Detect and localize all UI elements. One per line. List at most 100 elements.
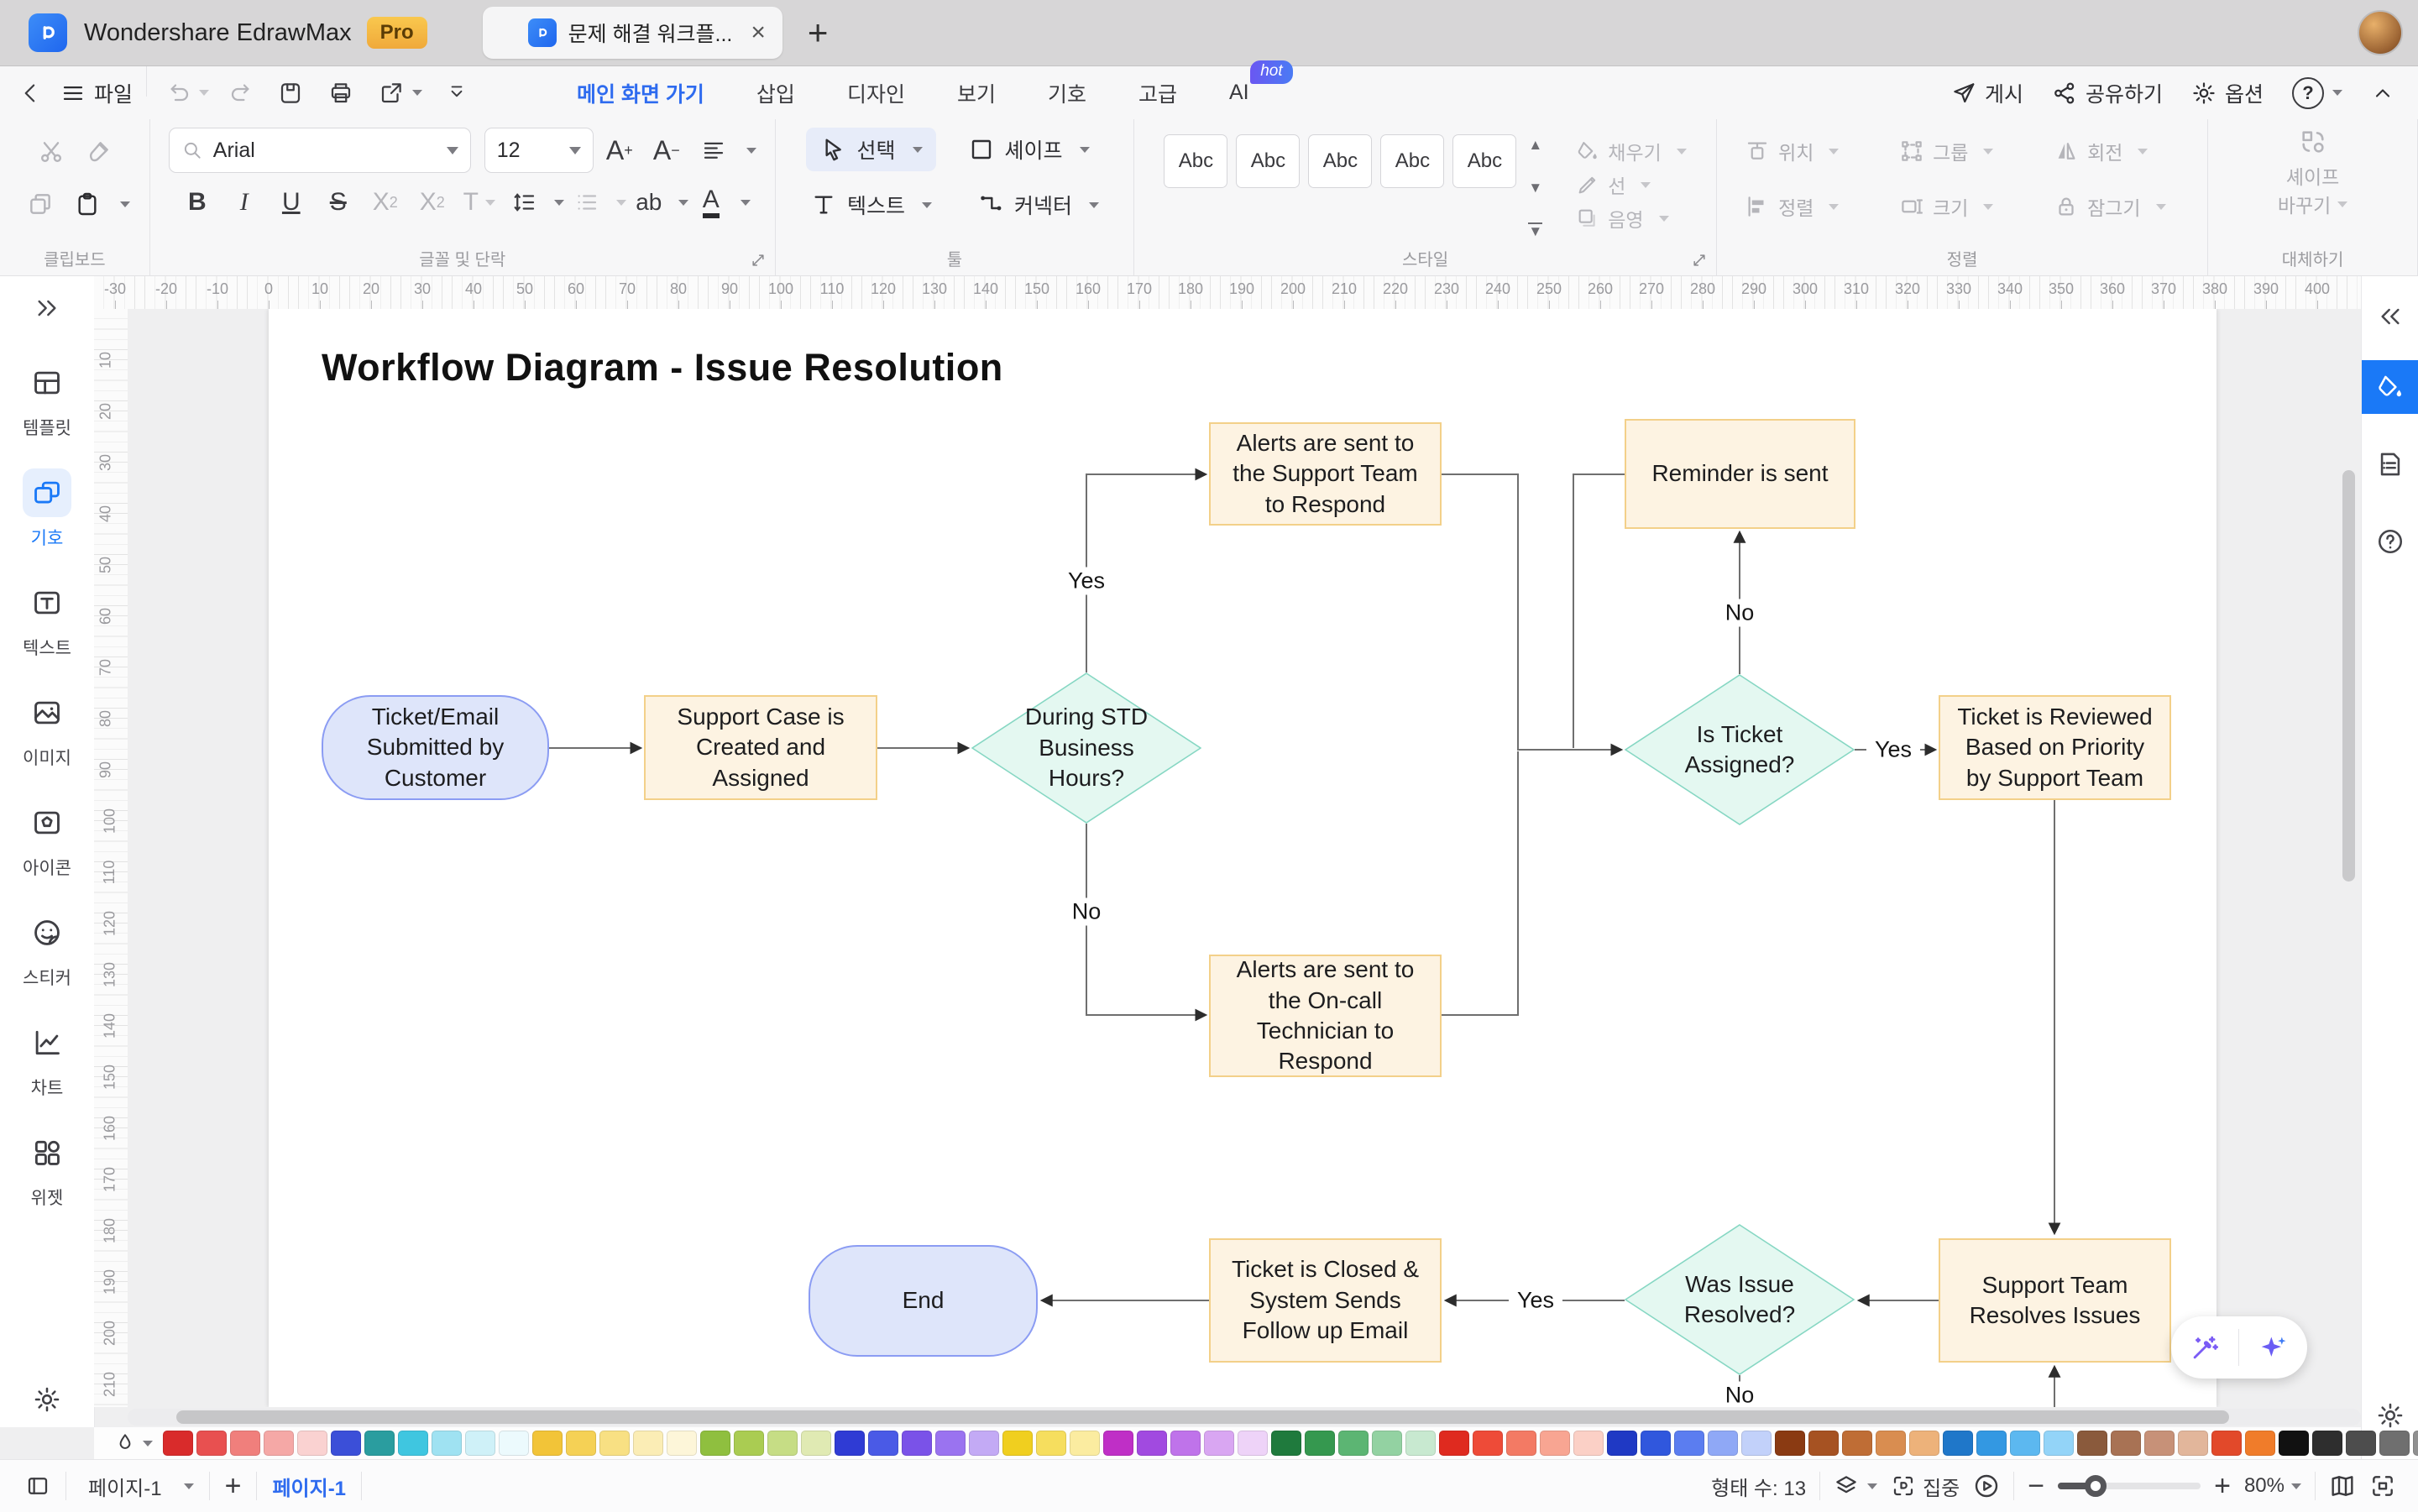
font-size-select[interactable]: 12 [484, 128, 594, 173]
italic-button[interactable]: I [239, 188, 249, 216]
flow-node-assigned[interactable]: Is Ticket Assigned? [1625, 674, 1855, 825]
sidebar-settings-icon[interactable] [33, 1385, 61, 1414]
flow-node-case[interactable]: Support Case is Created and Assigned [644, 695, 877, 800]
ai-sparkle-button[interactable] [2256, 1331, 2290, 1364]
zoom-slider-thumb[interactable] [2085, 1475, 2107, 1497]
position-button[interactable]: 위치 [1745, 128, 1894, 175]
pan-map-button[interactable] [2329, 1473, 2356, 1499]
layers-button[interactable] [1834, 1473, 1859, 1499]
panel-help-icon[interactable] [2362, 515, 2418, 568]
palette-swatch-49[interactable] [1808, 1431, 1839, 1456]
group-button[interactable]: 그룹 [1899, 128, 2049, 175]
back-button[interactable] [12, 74, 50, 112]
cut-button[interactable] [30, 131, 72, 173]
menu-item-1[interactable]: 삽입 [756, 82, 795, 107]
strikethrough-button[interactable]: S [329, 188, 347, 216]
line-button[interactable]: 선 [1576, 168, 1686, 201]
palette-swatch-18[interactable] [767, 1431, 798, 1456]
fill-panel-icon[interactable] [2362, 360, 2418, 414]
connector-5[interactable] [1442, 751, 1519, 1016]
palette-swatch-38[interactable] [1439, 1431, 1469, 1456]
select-tool-button[interactable]: 선택 [806, 128, 936, 171]
palette-swatch-10[interactable] [499, 1431, 529, 1456]
palette-swatch-47[interactable] [1741, 1431, 1772, 1456]
connector-4[interactable] [1442, 473, 1624, 756]
horizontal-scrollbar-thumb[interactable] [176, 1410, 2229, 1424]
palette-swatch-43[interactable] [1607, 1431, 1637, 1456]
text-case-button[interactable]: T [457, 181, 502, 223]
style-scroll-up-icon[interactable]: ▲ [1528, 137, 1543, 153]
size-button[interactable]: 크기 [1899, 183, 2049, 230]
palette-swatch-42[interactable] [1573, 1431, 1604, 1456]
publish-button[interactable]: 게시 [1951, 78, 2023, 108]
style-swatch-3[interactable]: Abc [1308, 134, 1373, 188]
palette-style-icon[interactable] [114, 1432, 153, 1454]
palette-swatch-8[interactable] [432, 1431, 462, 1456]
palette-swatch-19[interactable] [801, 1431, 831, 1456]
palette-swatch-20[interactable] [835, 1431, 865, 1456]
palette-swatch-67[interactable] [2413, 1431, 2418, 1456]
character-spacing-button[interactable]: ab [636, 189, 662, 215]
align-button[interactable]: 정렬 [1745, 183, 1894, 230]
menu-item-4[interactable]: 기호 [1047, 82, 1086, 107]
bold-button[interactable]: B [187, 188, 207, 216]
flow-node-reviewed[interactable]: Ticket is Reviewed Based on Priority by … [1939, 695, 2171, 800]
palette-swatch-6[interactable] [364, 1431, 395, 1456]
flow-node-hours[interactable]: During STD Business Hours? [971, 672, 1201, 824]
palette-swatch-23[interactable] [935, 1431, 966, 1456]
sidebar-item-sticker[interactable]: 스티커 [0, 908, 94, 990]
palette-swatch-32[interactable] [1238, 1431, 1268, 1456]
zoom-caret[interactable] [2291, 1483, 2301, 1489]
text-align-button[interactable] [693, 129, 735, 171]
magic-wand-button[interactable] [2189, 1332, 2221, 1363]
format-painter-button[interactable] [77, 131, 119, 173]
horizontal-scrollbar[interactable] [128, 1409, 2361, 1426]
palette-swatch-57[interactable] [2077, 1431, 2107, 1456]
bullet-list-button[interactable] [566, 181, 608, 223]
style-more-icon[interactable]: ▼ [1528, 222, 1543, 239]
palette-swatch-61[interactable] [2211, 1431, 2242, 1456]
menu-item-2[interactable]: 디자인 [846, 82, 905, 107]
palette-swatch-56[interactable] [2044, 1431, 2074, 1456]
palette-swatch-59[interactable] [2144, 1431, 2175, 1456]
flow-node-alert-support[interactable]: Alerts are sent to the Support Team to R… [1209, 422, 1442, 526]
palette-swatch-31[interactable] [1204, 1431, 1234, 1456]
menu-item-0[interactable]: 메인 화면 가기 [577, 82, 704, 107]
flow-node-alert-oncall[interactable]: Alerts are sent to the On-call Technicia… [1209, 955, 1442, 1077]
style-swatch-2[interactable]: Abc [1236, 134, 1301, 188]
print-button[interactable] [322, 74, 360, 112]
shadow-button[interactable]: 음영 [1576, 201, 1686, 235]
flow-node-end[interactable]: End [809, 1245, 1038, 1357]
flow-node-closed[interactable]: Ticket is Closed & System Sends Follow u… [1209, 1238, 1442, 1363]
style-scroll-down-icon[interactable]: ▼ [1528, 179, 1543, 196]
help-button[interactable]: ? [2292, 76, 2342, 109]
palette-swatch-15[interactable] [667, 1431, 697, 1456]
flow-node-start[interactable]: Ticket/Email Submitted by Customer [322, 695, 549, 800]
palette-swatch-16[interactable] [700, 1431, 730, 1456]
connector-tool-button[interactable]: 커넥터 [964, 183, 1112, 227]
style-swatch-5[interactable]: Abc [1452, 134, 1517, 188]
zoom-slider[interactable] [2058, 1475, 2201, 1497]
redo-button[interactable] [221, 74, 259, 112]
text-tool-button[interactable]: 텍스트 [797, 183, 945, 227]
palette-swatch-21[interactable] [868, 1431, 898, 1456]
palette-swatch-1[interactable] [196, 1431, 227, 1456]
palette-swatch-12[interactable] [566, 1431, 596, 1456]
palette-swatch-3[interactable] [264, 1431, 294, 1456]
palette-swatch-34[interactable] [1305, 1431, 1335, 1456]
underline-button[interactable]: U [281, 188, 301, 216]
share-button[interactable]: 공유하기 [2052, 78, 2163, 108]
sidebar-item-text[interactable]: 텍스트 [0, 578, 94, 660]
palette-swatch-29[interactable] [1137, 1431, 1167, 1456]
increase-font-button[interactable]: A+ [605, 134, 633, 165]
undo-button[interactable] [160, 74, 199, 112]
focus-button[interactable]: 집중 [1891, 1472, 1960, 1501]
palette-swatch-27[interactable] [1070, 1431, 1100, 1456]
file-menu-button[interactable]: 파일 [60, 78, 133, 108]
style-swatch-1[interactable]: Abc [1164, 134, 1228, 188]
new-tab-button[interactable]: + [807, 13, 829, 52]
canvas[interactable]: Workflow Diagram - Issue Resolution Tick… [128, 309, 2361, 1407]
collapse-panel-icon[interactable] [2362, 290, 2418, 343]
export-button[interactable] [372, 74, 411, 112]
